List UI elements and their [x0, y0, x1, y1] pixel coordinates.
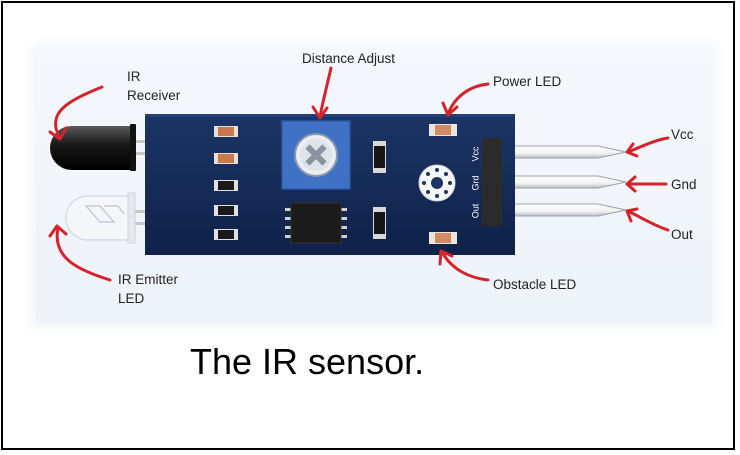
header-label-out: Out [470, 203, 480, 218]
potentiometer [281, 120, 351, 190]
label-ir-receiver-line1: IR [127, 69, 141, 84]
arrow-gnd [625, 175, 668, 193]
resistor-3 [214, 180, 238, 191]
arrow-ir-emitter [48, 224, 112, 282]
label-ir-emitter-line1: IR Emitter [118, 272, 179, 287]
vcc-pin [499, 145, 627, 159]
capacitor-2 [373, 207, 386, 239]
arrow-ir-receiver [48, 85, 104, 141]
arrow-out [625, 207, 670, 232]
vertical-components [373, 141, 386, 239]
out-pin [499, 203, 627, 217]
label-vcc: Vcc [671, 127, 694, 142]
header-label-gnd: Grd [470, 175, 480, 190]
label-obstacle-led: Obstacle LED [493, 277, 577, 292]
smd-resistors [214, 126, 238, 240]
ir-emitter [65, 192, 146, 244]
figure-caption: The IR sensor. [190, 341, 425, 382]
capacitor-1 [373, 141, 386, 173]
power-led [429, 124, 457, 136]
resistor-1 [214, 126, 238, 137]
arrow-distance-adjust [311, 66, 333, 120]
comparator-ic [285, 202, 347, 244]
resistor-4 [214, 205, 238, 216]
arrow-obstacle-led [438, 249, 490, 282]
label-power-led: Power LED [493, 74, 562, 89]
label-distance-adjust: Distance Adjust [302, 51, 396, 66]
resistor-2 [214, 153, 238, 164]
output-pins [499, 145, 627, 217]
obstacle-led [429, 232, 457, 244]
label-ir-receiver-line2: Receiver [127, 88, 181, 103]
callout-arrows [48, 66, 670, 282]
label-out: Out [671, 227, 693, 242]
arrow-power-led [441, 82, 490, 117]
arrow-vcc [625, 136, 670, 158]
mounting-hole [418, 164, 456, 202]
header-label-vcc: Vcc [470, 146, 480, 162]
label-gnd: Gnd [671, 177, 697, 192]
gnd-pin [499, 175, 627, 189]
label-ir-emitter-line2: LED [118, 291, 145, 306]
pin-header: Vcc Grd Out [470, 138, 502, 226]
ir-receiver [50, 124, 146, 171]
resistor-5 [214, 229, 238, 240]
